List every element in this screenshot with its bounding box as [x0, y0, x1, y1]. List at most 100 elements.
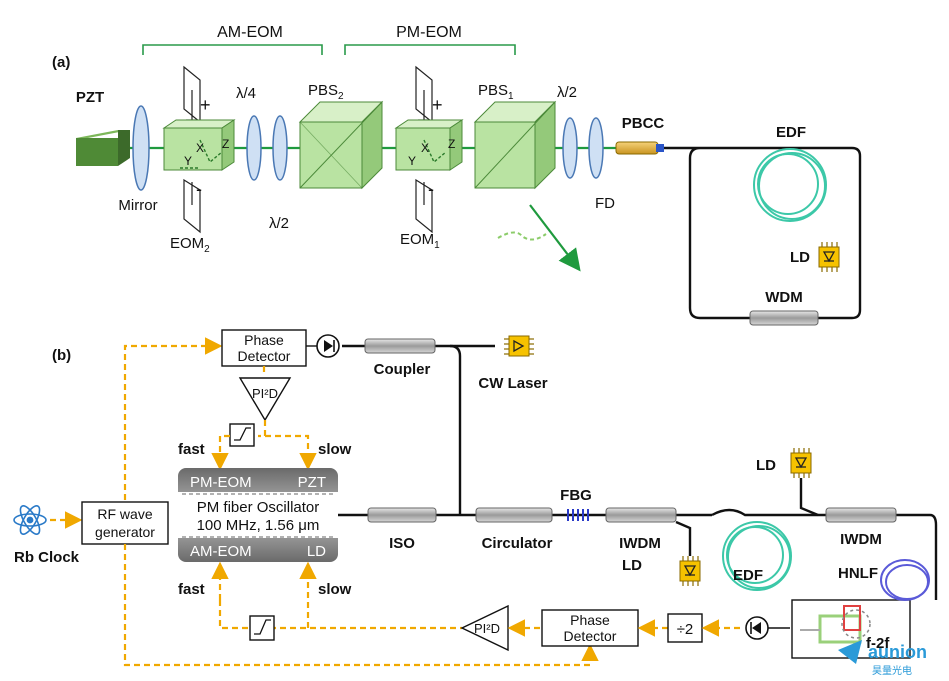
pbs1-label: PBS1	[478, 82, 514, 102]
half-waveplate-1	[562, 117, 578, 179]
isolator	[367, 507, 437, 523]
pbs1-cube	[473, 100, 557, 190]
rb-clock-atom-icon	[13, 505, 47, 535]
pbs2-label: PBS2	[308, 82, 344, 102]
iwdm-right	[825, 507, 897, 523]
am-eom-label: AM-EOM	[217, 24, 283, 41]
edf-coil-a	[753, 148, 827, 222]
wdm-a	[749, 310, 819, 326]
mirror-label: Mirror	[118, 197, 157, 214]
pm-fiber-oscillator	[178, 468, 338, 562]
circulator	[475, 507, 553, 523]
pi2d-bottom-label: PI²D	[474, 621, 500, 636]
quarter-waveplate	[246, 115, 262, 181]
osc-title: PM fiber Oscillator	[197, 499, 320, 516]
iwdm-right-label: IWDM	[840, 531, 882, 548]
pbcc-label: PBCC	[622, 115, 665, 132]
mirror	[132, 105, 150, 191]
photodiode-top	[316, 334, 340, 358]
eom1-minus: -	[428, 179, 434, 199]
am-eom-bracket: AM-EOM	[142, 24, 323, 55]
phase-detector-top	[221, 329, 307, 367]
rf-wave-generator	[81, 501, 169, 545]
pbcc-tip	[656, 144, 664, 152]
phase-detector-top-line2: Detector	[238, 348, 291, 364]
edf-coil-b	[722, 521, 792, 591]
osc-params: 100 MHz, 1.56 μm	[197, 517, 320, 534]
fast-bottom-label: fast	[178, 581, 205, 598]
eom2-label: EOM2	[170, 235, 210, 255]
rf-generator-line2: generator	[95, 524, 155, 540]
phase-detector-bottom-line2: Detector	[564, 628, 617, 644]
eom1-axis-z: Z	[448, 137, 455, 151]
eom2-axis-x: X	[196, 141, 204, 155]
edf-label-b: EDF	[733, 567, 763, 584]
coupler-b	[364, 338, 436, 354]
eom2-axis-z: Z	[222, 137, 229, 151]
pi2d-top	[238, 377, 292, 422]
fiber-ld-top	[799, 478, 819, 517]
fast-top-label: fast	[178, 441, 205, 458]
eom2-axis-y: Y	[184, 154, 192, 168]
panel-a-tag: (a)	[52, 54, 70, 71]
fd-label: FD	[595, 195, 615, 212]
eom1-plus: +	[432, 95, 443, 115]
wdm-label-a: WDM	[765, 289, 803, 306]
half-waveplate-2	[272, 115, 288, 181]
iso-label: ISO	[389, 535, 415, 552]
eom1-axis-x: X	[421, 141, 429, 155]
pbs2-cube	[298, 100, 384, 190]
hnlf-label: HNLF	[838, 565, 878, 582]
eom1-label: EOM1	[400, 231, 440, 251]
iwdm-left	[605, 507, 677, 523]
fiber-ring-a	[664, 146, 862, 320]
ld-label-a: LD	[790, 249, 810, 266]
limiter-bottom-symbol	[254, 619, 271, 635]
watermark-brand: aunion	[868, 642, 927, 662]
lambda4-label: λ/4	[236, 85, 256, 102]
lambda2-upper-label: λ/2	[557, 84, 577, 101]
ld-chip-bottom	[679, 555, 701, 587]
pzt-block	[76, 130, 130, 166]
ld-chip-a	[818, 241, 840, 273]
panel-b-tag: (b)	[52, 347, 71, 364]
osc-ld-label: LD	[307, 543, 326, 560]
eom1-axis-y: Y	[408, 154, 416, 168]
eom1-crystal	[394, 65, 464, 234]
pm-eom-label: PM-EOM	[396, 24, 462, 41]
rf-to-top-pd-line	[123, 337, 223, 520]
fbg-grating	[567, 509, 589, 521]
coupler-label: Coupler	[374, 361, 431, 378]
photodiode-bottom	[745, 616, 769, 640]
polarization-squiggle	[497, 231, 547, 241]
fiber-ld-bottom	[675, 520, 692, 556]
circulator-label: Circulator	[482, 535, 553, 552]
divide2-label: ÷2	[677, 621, 694, 638]
pi2d-top-label: PI²D	[252, 386, 278, 401]
osc-pm-eom-label: PM-EOM	[190, 474, 252, 491]
eom2-plus: +	[200, 95, 211, 115]
pi-to-limiter	[258, 420, 267, 438]
divide-by-2	[667, 613, 703, 643]
pzt-label: PZT	[76, 89, 104, 106]
lambda2-lower-label: λ/2	[269, 215, 289, 232]
aunion-watermark: aunion 昊量光电	[838, 640, 927, 677]
hnlf-coil	[880, 559, 930, 601]
rf-generator-line1: RF wave	[97, 506, 152, 522]
phase-detector-bottom	[541, 609, 639, 647]
slow-top-line	[265, 434, 317, 471]
osc-pzt-label: PZT	[298, 474, 326, 491]
f2f-label: f-2f	[866, 635, 890, 652]
fast-top-line	[211, 434, 230, 471]
slow-top-label: slow	[318, 441, 352, 458]
limiter-top-symbol	[234, 427, 251, 441]
rejected-beam-arrow	[529, 204, 581, 272]
watermark-sub: 昊量光电	[872, 664, 912, 677]
faraday-device	[588, 117, 604, 179]
ld-chip-top	[790, 447, 812, 479]
edf-label-a: EDF	[776, 124, 806, 141]
slow-bottom-label: slow	[318, 581, 352, 598]
ld-top-label: LD	[756, 457, 776, 474]
fast-bottom-wire	[218, 600, 250, 630]
